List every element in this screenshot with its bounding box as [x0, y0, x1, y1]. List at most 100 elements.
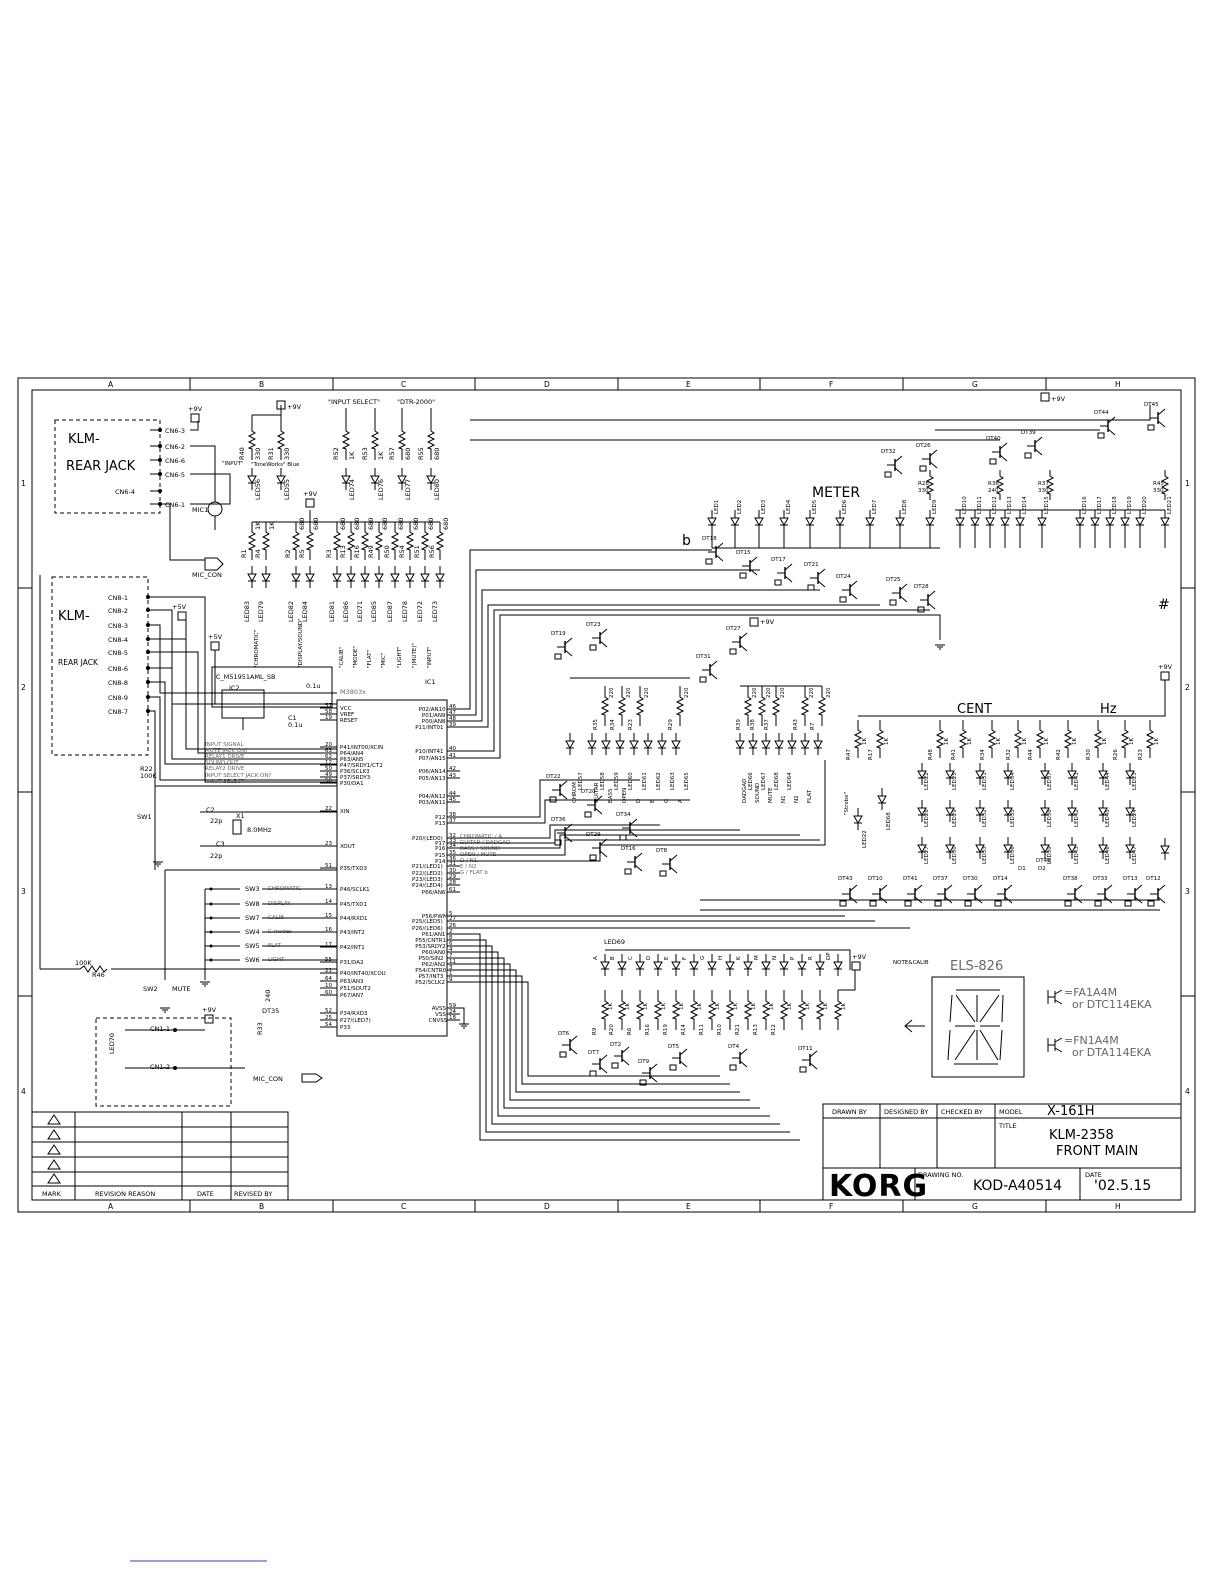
- ic1-right-pin-name: P05/AN13: [419, 776, 447, 782]
- cent-led-ref: LED45: [1105, 809, 1111, 827]
- note-led: [748, 733, 758, 755]
- cn8-pin: [146, 650, 150, 654]
- segment-driver-ref: DT4: [728, 1044, 740, 1050]
- ic1-right-pin-number: 44: [449, 791, 456, 797]
- meter-led-ref: LED8: [902, 499, 908, 514]
- ic1-right-pin-number: 36: [449, 856, 456, 862]
- note-led-label: GUITAR: [594, 782, 600, 803]
- strobe-led-ref: LED22: [862, 830, 868, 848]
- meter-LED9: [925, 510, 935, 532]
- segment-name: D: [646, 956, 652, 960]
- wire: [460, 939, 790, 1133]
- column-label-bottom: F: [829, 1202, 833, 1211]
- segment-resistor: [815, 990, 825, 1030]
- mode-led-ref: LED72: [416, 601, 424, 622]
- note-driver-ref: DT16: [621, 846, 636, 852]
- note-led-label: CHROM: [572, 782, 578, 803]
- ic1-right-pin-number: 28: [449, 880, 456, 886]
- mode-resistor-ref: R56: [428, 545, 436, 558]
- ic1-right-pin-name: P03/AN11: [419, 800, 446, 806]
- meter-led-ref: LED20: [1142, 496, 1148, 514]
- ic1-left-pin-name: P43/INT2: [340, 930, 365, 936]
- cn8-pin-label: CN8-1: [108, 594, 128, 602]
- segment-resistor-value: 1K: [733, 1003, 739, 1010]
- mute-label: MUTE: [172, 985, 190, 993]
- note-led-ref: LED68: [774, 772, 780, 790]
- led-resistor-ref: R55: [417, 447, 425, 460]
- column-label-top: F: [829, 380, 833, 389]
- ic1-left-pin-name: P33: [340, 1025, 351, 1031]
- mode-resistor-value: 680: [298, 518, 306, 530]
- ic1-right-pin-name: P61/AN1: [422, 932, 446, 938]
- mode-led-note: "INPUT": [427, 647, 433, 669]
- resistor-R37: [1045, 470, 1055, 500]
- ic1-left-pin-name: VREF: [340, 712, 354, 718]
- led-note: "INPUT": [222, 461, 244, 467]
- resistor-R26: [1120, 720, 1130, 758]
- segment-resistor: [653, 990, 663, 1030]
- legend-npn-alt: or DTC114EKA: [1072, 998, 1152, 1011]
- ic1-right-pin-number: 37: [449, 818, 456, 824]
- revision-table: MARK REVISION REASON DATE REVISED BY: [31, 1111, 289, 1201]
- column-label-top: G: [972, 380, 978, 389]
- meter-led-ref: LED19: [1127, 496, 1133, 514]
- ic1-left-pin-number: 22: [325, 806, 332, 812]
- ic1-left-pin-name: P67/AN7: [340, 993, 364, 999]
- transistor-DT24: [839, 580, 858, 603]
- signal-note: INPUT SIGNAL: [205, 742, 244, 748]
- ic1-right-pin-number: 4: [449, 947, 453, 953]
- ic1-left-pin-number: 20: [325, 742, 332, 748]
- cn6-pin-label: CN6-6: [165, 457, 185, 465]
- resistor-R37: [771, 686, 781, 726]
- led69-label: LED69: [604, 938, 625, 946]
- mode-led-row: R11KLED83"CHROMATIC"R41KLED79R2680LED82"…: [240, 510, 450, 668]
- column-label-bottom: G: [972, 1202, 978, 1211]
- segment-resistor-value: 1K: [697, 1003, 703, 1010]
- meter-led-ref: LED18: [1112, 496, 1118, 514]
- cn6-pin-label: CN6-5: [165, 471, 185, 479]
- segment-driver-ref: DT5: [668, 1044, 680, 1050]
- column-label-bottom: H: [1115, 1202, 1121, 1211]
- cn6-pin-label: CN6-2: [165, 443, 185, 451]
- note-led: [587, 733, 597, 755]
- ic1-right-pin-number: 7: [449, 953, 453, 959]
- resistor-R52: [341, 420, 351, 460]
- resistor-R28: [925, 470, 935, 500]
- mode-resistor-value: 680: [367, 518, 375, 530]
- cent-resistor-value: 1K: [967, 738, 973, 745]
- switch-ref: SW8: [245, 900, 260, 908]
- transistor-DT29: [589, 838, 608, 861]
- note-led-ref: LED57: [578, 772, 584, 790]
- cn8-pin: [146, 623, 150, 627]
- transistor-DT23: [589, 628, 608, 651]
- ic1-right-pin-number: 42: [449, 766, 456, 772]
- rev-header-by: REVISED BY: [234, 1190, 272, 1198]
- note-led-ref: LED65: [684, 772, 690, 790]
- meter-driver-ref: DT28: [914, 584, 929, 590]
- note-led: [615, 733, 625, 755]
- meter-driver-ref: DT18: [702, 536, 717, 542]
- note-resistor-value: 220: [766, 687, 772, 698]
- ic1-left-pin-number: 57: [325, 703, 332, 709]
- meter-LED18: [1105, 510, 1115, 532]
- segment-resistor: [833, 990, 843, 1030]
- ic1-right-pin-number: 2: [449, 929, 453, 935]
- resistor-R1: [247, 522, 257, 560]
- meter-resistor-ref: R28: [918, 481, 929, 487]
- rev-header-reason: REVISION REASON: [95, 1190, 155, 1198]
- cn1-1-label: CN1-1: [150, 1025, 170, 1033]
- rear-jack-block-bottom: KLM- REAR JACK: [51, 576, 149, 756]
- transistor-DT33: [1094, 884, 1113, 907]
- ic1-left-pin-number: 63: [325, 748, 332, 754]
- segment-resistor-ref: R11: [699, 1024, 705, 1035]
- cent-led-ref: LED35: [1010, 809, 1016, 827]
- led-LED83: [247, 566, 257, 588]
- segment-resistor-ref: R16: [645, 1024, 651, 1035]
- ic1-right-pin-number: 35: [449, 850, 456, 856]
- ic1-right-pin-name: P10/INT41: [415, 749, 443, 755]
- cent-driver-ref: D1: [1018, 866, 1026, 872]
- cent-driver-ref: DT42: [1036, 858, 1051, 864]
- cent-driver-ref: DT10: [868, 876, 883, 882]
- segment-resistor: [707, 990, 717, 1030]
